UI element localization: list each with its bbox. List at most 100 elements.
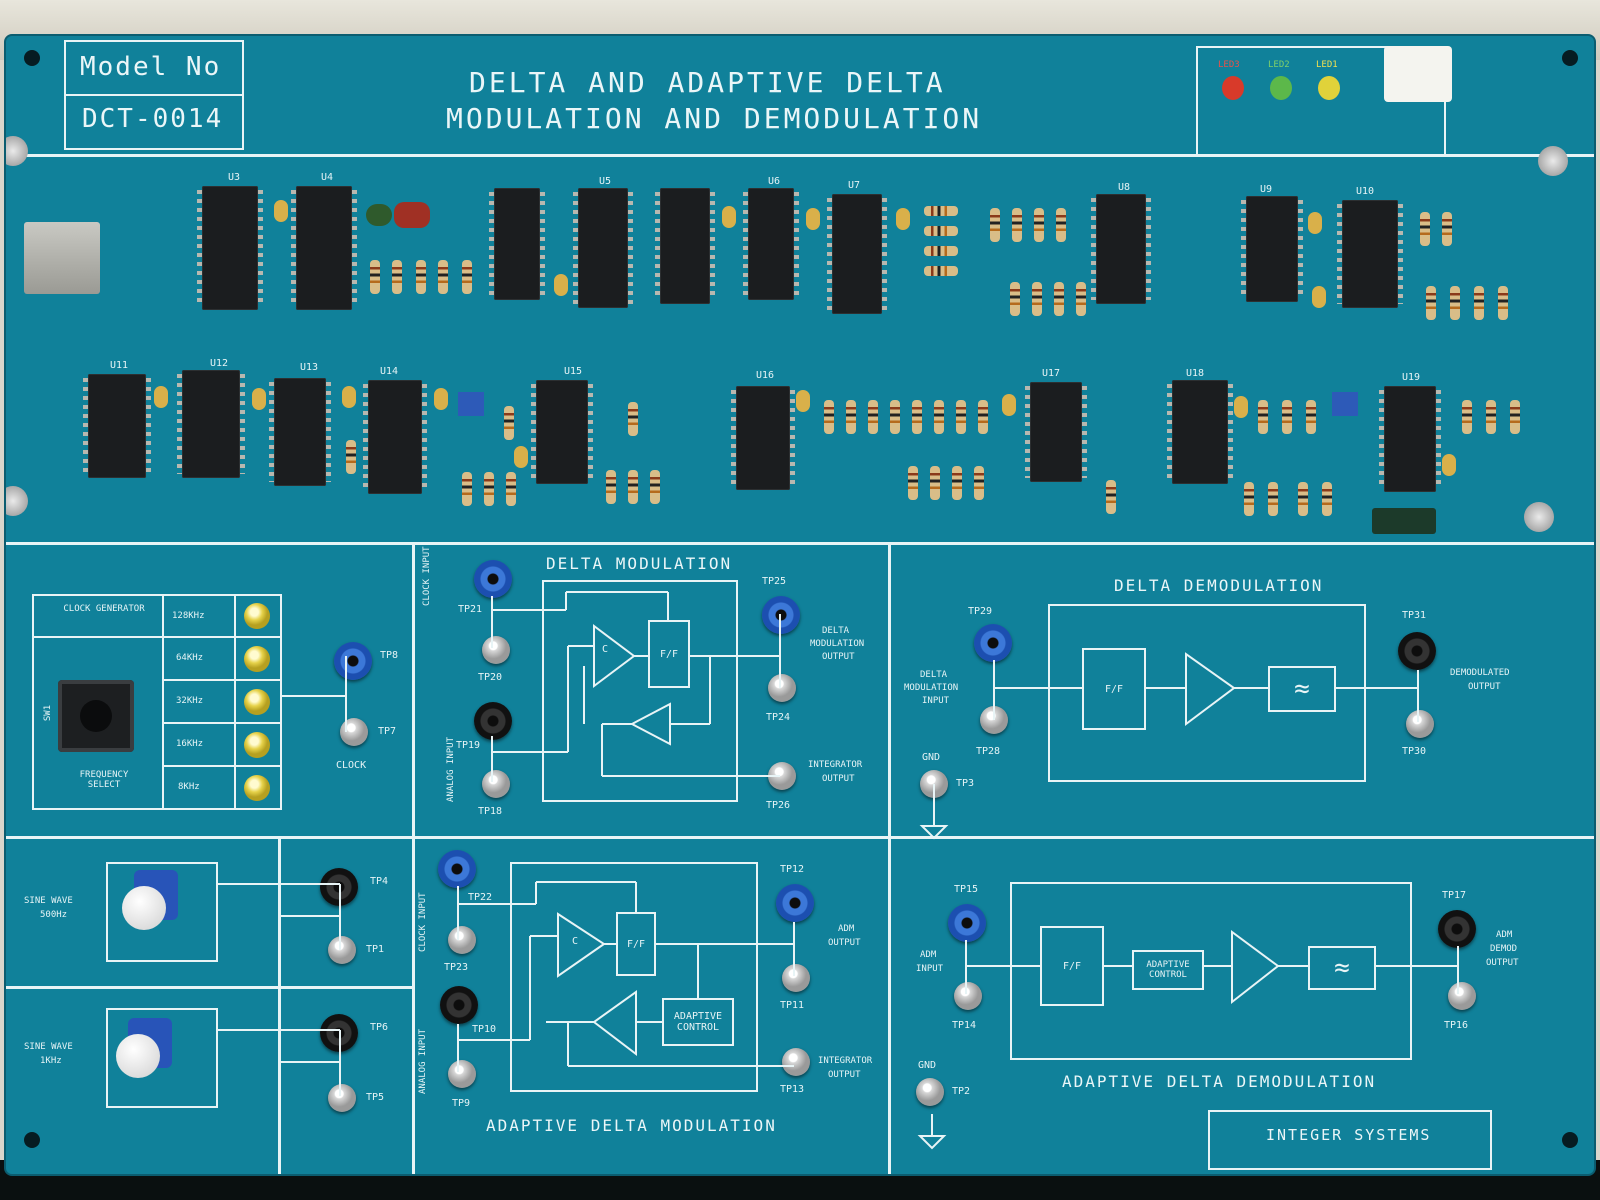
clock-generator-box [32, 594, 282, 810]
resistor [956, 400, 966, 434]
ic-chip [83, 374, 151, 478]
resistor [908, 466, 918, 500]
tp19-analog-input-jack[interactable] [474, 702, 512, 740]
tp7-testpoint[interactable] [340, 718, 368, 746]
tp8-jack[interactable] [334, 642, 372, 680]
tp28-label: TP28 [976, 746, 1001, 757]
board-title-line1: DELTA AND ADAPTIVE DELTA [469, 66, 946, 99]
freq-led-32khz [244, 689, 270, 715]
sine500-amplitude-knob[interactable] [122, 870, 178, 932]
button-cap[interactable] [80, 700, 112, 732]
freq-led-64khz [244, 646, 270, 672]
panel-mid-divider [6, 836, 1594, 839]
trimpot [458, 392, 484, 416]
resistor [1298, 482, 1308, 516]
tp15-adm-input-jack[interactable] [948, 904, 986, 942]
ic-chip [1337, 200, 1403, 308]
sine1k-amplitude-knob[interactable] [116, 1018, 172, 1080]
tp2-label: TP2 [952, 1086, 971, 1097]
ic-chip [197, 186, 263, 310]
tp10-analog-input-jack[interactable] [440, 986, 478, 1024]
add-adaptive-label-2: CONTROL [1149, 970, 1187, 980]
tp16-testpoint[interactable] [1448, 982, 1476, 1010]
model-divider [64, 94, 244, 96]
sine500-freq: 500Hz [40, 910, 68, 920]
tp22-clock-input-jack[interactable] [438, 850, 476, 888]
capacitor [514, 446, 528, 468]
resistor [504, 406, 514, 440]
tp23-testpoint[interactable] [448, 926, 476, 954]
ic-chip [743, 188, 799, 300]
tp13-integrator-testpoint[interactable] [782, 1048, 810, 1076]
resistor [416, 260, 426, 294]
ic-chip [655, 188, 715, 304]
adaptive-delta-demodulation-title: ADAPTIVE DELTA DEMODULATION [1062, 1072, 1377, 1091]
tp11-testpoint[interactable] [782, 964, 810, 992]
ic-chip [531, 380, 593, 484]
freq-label-32khz: 32KHz [176, 696, 204, 706]
capacitor [722, 206, 736, 228]
resistor [1498, 286, 1508, 320]
tp17-adm-demod-output-jack[interactable] [1438, 910, 1476, 948]
ic-label: U15 [564, 366, 583, 377]
sine500-pot-box [106, 862, 218, 962]
ic-chip [1025, 382, 1087, 482]
ic-label: U19 [1402, 372, 1421, 383]
resistor [924, 226, 958, 236]
tp14-testpoint[interactable] [954, 982, 982, 1010]
tp1-testpoint[interactable] [328, 936, 356, 964]
tp12-adm-output-jack[interactable] [776, 884, 814, 922]
tp29-dm-input-jack[interactable] [974, 624, 1012, 662]
ic-chip [363, 380, 427, 494]
clock-divider [162, 722, 282, 724]
tp21-clock-input-jack[interactable] [474, 560, 512, 598]
resistor [1258, 400, 1268, 434]
ic-chip [573, 188, 633, 308]
tp20-testpoint[interactable] [482, 636, 510, 664]
freq-led-8khz [244, 775, 270, 801]
resistor [1450, 286, 1460, 320]
model-number: DCT-0014 [82, 104, 224, 134]
tp9-testpoint[interactable] [448, 1060, 476, 1088]
capacitor [896, 208, 910, 230]
resistor [952, 466, 962, 500]
resistor [484, 472, 494, 506]
tp5-testpoint[interactable] [328, 1084, 356, 1112]
led3-label: LED3 [1218, 60, 1240, 70]
resistor [846, 400, 856, 434]
resistor [628, 402, 638, 436]
adm-block-outline [510, 862, 758, 1092]
mount-hole-bl [24, 1132, 40, 1148]
tp24-testpoint[interactable] [768, 674, 796, 702]
resistor [1106, 480, 1116, 514]
resistor [1322, 482, 1332, 516]
freq-led-16khz [244, 732, 270, 758]
tp3-label: TP3 [956, 778, 975, 789]
panel-vdivider [888, 542, 891, 1174]
ic-label: U12 [210, 358, 229, 369]
adm-comparator-label: C [572, 936, 579, 947]
tp31-demod-output-jack[interactable] [1398, 632, 1436, 670]
capacitor [554, 274, 568, 296]
resistor [346, 440, 356, 474]
dm-output-label-1: DELTA [822, 626, 850, 636]
capacitor [1234, 396, 1248, 418]
board-title-line2: MODULATION AND DEMODULATION [446, 102, 983, 135]
frequency-select-button[interactable] [58, 680, 134, 752]
tp12-label: TP12 [780, 864, 805, 875]
ic-label: U7 [848, 180, 861, 191]
clock-divider [32, 636, 282, 638]
resistor [978, 400, 988, 434]
add-block-outline [1010, 882, 1412, 1060]
resistor [1268, 482, 1278, 516]
tp30-testpoint[interactable] [1406, 710, 1434, 738]
resistor [1474, 286, 1484, 320]
tp2-gnd-testpoint[interactable] [916, 1078, 944, 1106]
resistor [1420, 212, 1430, 246]
add-output-label-3: OUTPUT [1486, 958, 1519, 968]
ic-label: U6 [768, 176, 781, 187]
sine500-label: SINE WAVE [24, 896, 73, 906]
tp18-testpoint[interactable] [482, 770, 510, 798]
